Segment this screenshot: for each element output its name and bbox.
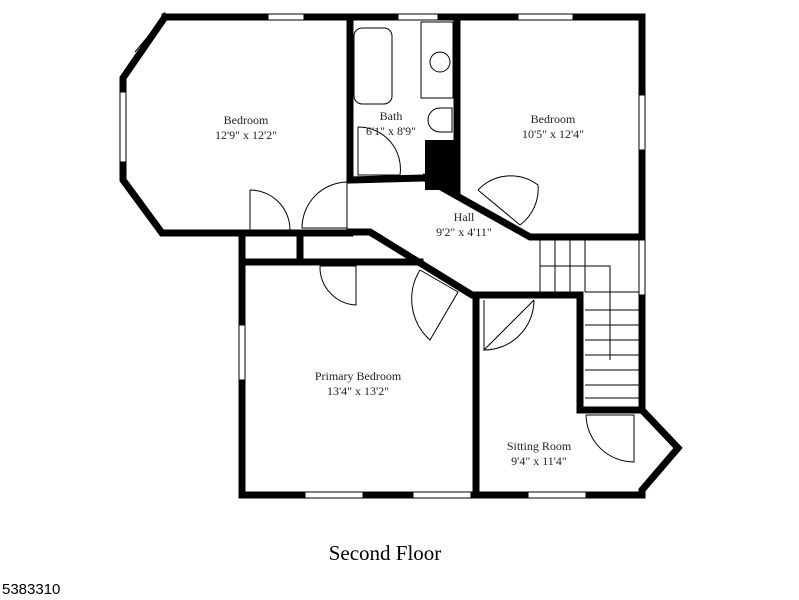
room-size: 9'2" x 4'11" [436,225,492,239]
room-name: Sitting Room [507,439,572,453]
room-name: Hall [454,210,475,224]
bath-fixtures [353,21,454,133]
room-name: Bath [380,109,403,123]
room-name: Bedroom [224,113,269,127]
room-size: 9'4" x 11'4" [511,454,567,468]
room-name: Bedroom [531,112,576,126]
room-size: 6'1" x 8'9" [366,124,416,138]
stairs [539,240,639,399]
listing-id: 5383310 [2,581,61,598]
room-labels: Bedroom 12'9" x 12'2" Bath 6'1" x 8'9" B… [215,109,584,468]
room-size: 12'9" x 12'2" [215,128,277,142]
room-size: 13'4" x 13'2" [327,384,389,398]
floor-title: Second Floor [329,541,442,565]
windows [119,13,646,499]
doors [249,126,635,463]
walls [119,12,683,499]
room-size: 10'5" x 12'4" [522,127,584,141]
room-name: Primary Bedroom [315,369,402,383]
